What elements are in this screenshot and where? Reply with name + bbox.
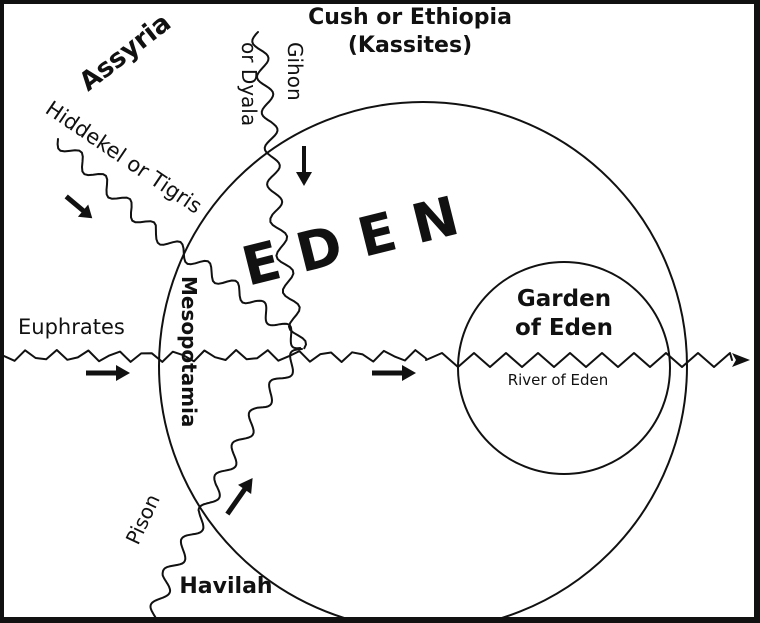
flow-arrow-gihon (296, 146, 312, 186)
flow-arrow-pison (225, 477, 253, 516)
label-eden: E D E N (236, 184, 465, 298)
label-of-eden: of Eden (515, 315, 613, 341)
label-cush-or-ethiopia: Cush or Ethiopia (308, 5, 512, 30)
gihon-river (251, 31, 307, 350)
outflow-arrowhead (732, 353, 750, 367)
label-hiddekel-or-tigris: Hiddekel or Tigris (41, 96, 206, 218)
label-havilah: Havilah (179, 574, 272, 599)
label-or-dyala: or Dyala (237, 42, 261, 126)
tigris-river (56, 138, 302, 350)
label-assyria: Assyria (74, 8, 177, 98)
eden-map-diagram: Cush or Ethiopia (Kassites) Assyria Giho… (4, 5, 750, 617)
label-gihon: Gihon (283, 42, 307, 101)
eden-region-circle (158, 101, 688, 617)
flow-arrow-euphrates-west (86, 365, 130, 381)
flow-arrow-tigris (64, 194, 93, 219)
garden-of-eden-circle (457, 261, 671, 475)
label-kassites: (Kassites) (348, 33, 472, 58)
label-pison: Pison (121, 490, 165, 548)
euphrates-river (4, 349, 733, 368)
pison-river (149, 348, 303, 617)
label-river-of-eden: River of Eden (508, 371, 609, 389)
flow-arrow-euphrates-east (372, 365, 416, 381)
label-mesopotamia: Mesopotamia (177, 276, 201, 427)
label-euphrates: Euphrates (18, 315, 125, 339)
label-garden: Garden (517, 286, 611, 312)
